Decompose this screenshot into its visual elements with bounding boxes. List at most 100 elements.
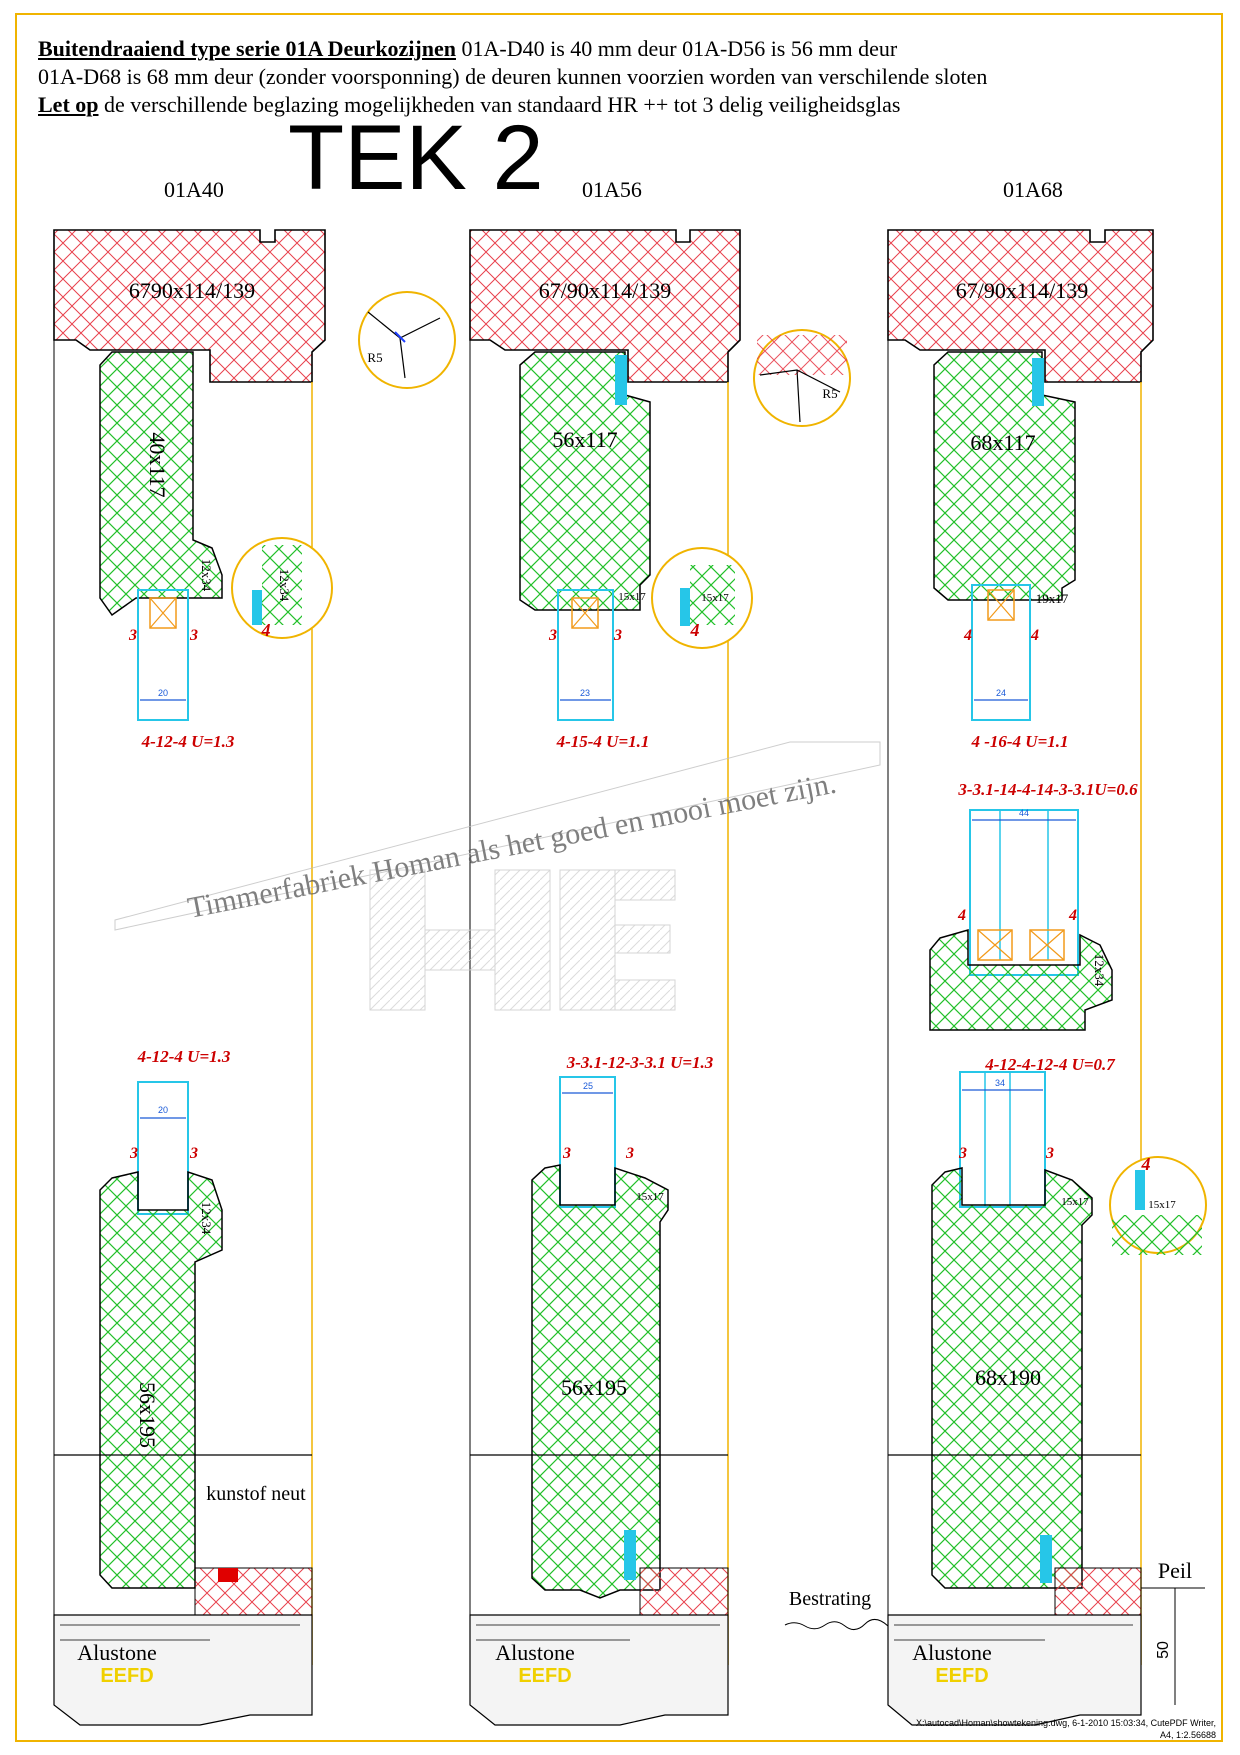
glass-spacer — [149, 597, 177, 629]
bead-label: 15x17 — [618, 591, 646, 603]
glass-pane — [557, 589, 614, 721]
watermark: Timmerfabriek Homan als het goed en mooi… — [114, 741, 881, 1011]
footer-line-2: A4, 1:2.56688 — [1159, 1730, 1216, 1740]
sill-label: Alustone — [495, 1640, 574, 1665]
sill-note: kunstof neut — [206, 1483, 306, 1505]
glass-width: 34 — [995, 1078, 1005, 1088]
glass-spacer — [571, 597, 599, 629]
glass-pane — [959, 1071, 1046, 1208]
detail-bead-b: 15x17 4 — [651, 547, 753, 649]
drawing-title: TEK 2 — [288, 107, 544, 209]
level-label: Peil — [1158, 1558, 1192, 1583]
glass-spacer — [987, 589, 1015, 621]
alustone-sill — [469, 1614, 729, 1726]
glazing-spec: 4-15-4 U=1.1 — [556, 732, 650, 751]
door-mid-section — [929, 929, 1113, 1031]
header-line-3-bold: Let op — [38, 92, 99, 117]
gap-right: 3 — [189, 627, 198, 644]
glass-spacer — [977, 929, 1013, 961]
door-top-section — [933, 351, 1076, 601]
column-code: 01A40 — [164, 177, 224, 202]
level-dim: 50 — [1155, 1641, 1172, 1659]
gap-left: 3 — [562, 1145, 571, 1162]
glass-width: 20 — [158, 688, 168, 698]
radius-label: R5 — [367, 350, 382, 365]
level-annotations: Bestrating Peil 50 — [784, 1558, 1205, 1705]
door-bottom-label: 56x195 — [135, 1382, 160, 1448]
gap-right: 3 — [1045, 1145, 1054, 1162]
door-top-section — [99, 351, 223, 617]
detail-bead-c: 15x17 4 — [1109, 1154, 1207, 1255]
bead-label: 15x17 — [636, 1191, 664, 1203]
column-01a40: 6790x114/139 40x117 12x34 20 3 3 4-12-4 … — [53, 229, 326, 1726]
door-top-label: 68x117 — [970, 430, 1035, 455]
header-line-2: 01A-D68 is 68 mm deur (zonder voorsponni… — [38, 64, 988, 89]
glazing-spec: 4-12-4 U=1.3 — [137, 1047, 231, 1066]
detail-gap: 4 — [1141, 1154, 1151, 1174]
bead-label: 15x17 — [1148, 1199, 1176, 1211]
glass-width: 25 — [583, 1081, 593, 1091]
detail-bead-a: 12x34 4 — [231, 537, 333, 640]
gap-left: 4 — [957, 907, 966, 924]
weatherstrip — [1032, 358, 1044, 406]
glazing-spec: 4 -16-4 U=1.1 — [970, 732, 1068, 751]
glass-width: 24 — [996, 688, 1006, 698]
door-bottom-label: 56x195 — [561, 1375, 627, 1400]
gap-left: 3 — [129, 1145, 138, 1162]
glass-spacer — [149, 597, 177, 629]
glass-spacer — [571, 597, 599, 629]
gap-left: 4 — [963, 627, 972, 644]
detail-radius-left: R5 — [358, 291, 456, 389]
alustone-sill — [53, 1614, 313, 1726]
alustone-sill — [60, 1624, 300, 1641]
bead-label: 12x34 — [277, 569, 292, 602]
header-line-1-rest: 01A-D40 is 40 mm deur 01A-D56 is 56 mm d… — [456, 36, 898, 61]
column-01a56: 67/90x114/139 56x117 15x17 23 3 3 4-15-4… — [469, 229, 741, 1726]
weatherstrip — [1040, 1535, 1052, 1583]
paving-label: Bestrating — [789, 1588, 871, 1610]
bead-label: 12x34 — [199, 559, 214, 592]
frame-label: 67/90x114/139 — [956, 278, 1088, 303]
glass-width: 20 — [158, 1105, 168, 1115]
glass-pane — [137, 589, 189, 721]
bead-label: 12x34 — [199, 1202, 214, 1235]
gap-left: 3 — [958, 1145, 967, 1162]
sill-sub: EEFD — [935, 1665, 988, 1687]
frame-head-section — [469, 229, 741, 383]
gap-right: 3 — [189, 1145, 198, 1162]
header-line-3-rest: de verschillende beglazing mogelijkheden… — [98, 92, 901, 117]
frame-head-section — [53, 229, 326, 383]
plot-footer: X:\autocad\Homan\showtekening.dwg, 6-1-2… — [916, 1717, 1216, 1741]
column-code: 01A56 — [582, 177, 642, 202]
gap-right: 4 — [1068, 907, 1077, 924]
weatherstrip — [615, 355, 627, 405]
glass-width: 23 — [580, 688, 590, 698]
glass-spacer — [987, 589, 1015, 621]
door-bottom-section — [931, 1167, 1093, 1589]
frame-head-section — [887, 229, 1154, 383]
detail-gap: 4 — [690, 620, 700, 640]
bead-label: 15x17 — [701, 592, 729, 604]
alustone-sill — [894, 1624, 1133, 1641]
sill-label: Alustone — [912, 1640, 991, 1665]
detail-gap: 4 — [261, 620, 271, 640]
door-bottom-section — [531, 1164, 669, 1599]
sill-sub: EEFD — [518, 1665, 571, 1687]
red-connector — [218, 1568, 238, 1582]
glazing-spec: 3-3.1-14-4-14-3-3.1U=0.6 — [957, 780, 1138, 799]
glazing-spec: 4-12-4 U=1.3 — [141, 732, 235, 751]
glass-spacer — [977, 929, 1065, 961]
radius-label: R5 — [822, 386, 837, 401]
footer-line-1: X:\autocad\Homan\showtekening.dwg, 6-1-2… — [915, 1718, 1216, 1728]
frame-label: 67/90x114/139 — [539, 278, 671, 303]
gap-right: 4 — [1030, 627, 1039, 644]
alustone-sill — [887, 1614, 1142, 1726]
alustone-sill — [476, 1624, 720, 1641]
detail-radius-right: R5 — [753, 329, 851, 427]
door-top-section — [519, 351, 651, 611]
frame-label: 6790x114/139 — [129, 278, 255, 303]
sheet-border — [15, 13, 1223, 1742]
gap-left: 3 — [548, 627, 557, 644]
